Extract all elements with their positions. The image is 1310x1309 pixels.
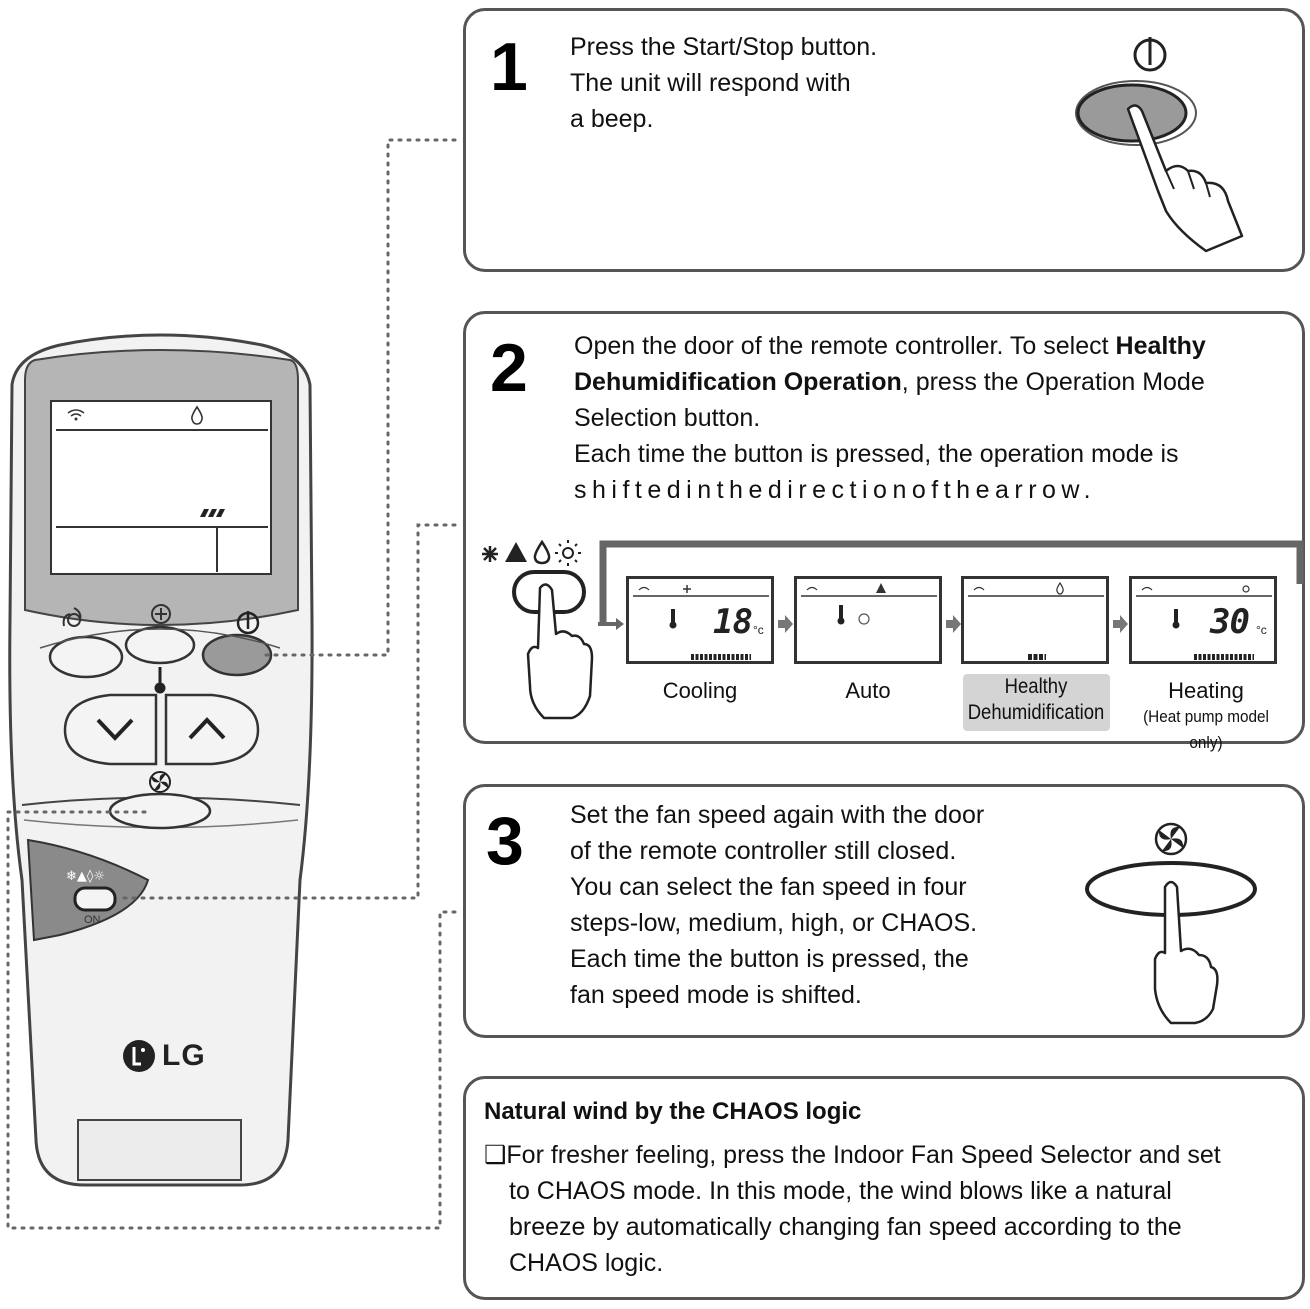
lcd-cooling-unit: °c bbox=[753, 623, 764, 637]
note-line: to CHAOS mode. In this mode, the wind bl… bbox=[509, 1177, 1172, 1205]
power-icon bbox=[236, 611, 260, 635]
step-2-line5: shiftedinthedirectionofthearrow. bbox=[574, 476, 1097, 504]
lcd-cooling-detail bbox=[633, 585, 769, 660]
auto-icon bbox=[505, 542, 527, 562]
mode-label-dehumidification: Healthy Dehumidification bbox=[956, 674, 1116, 726]
arrow-icon bbox=[946, 615, 961, 633]
step-2-line4: Each time the button is pressed, the ope… bbox=[574, 440, 1179, 468]
mode-arrows bbox=[778, 615, 1128, 633]
step-2-text: Open the door of the remote controller. … bbox=[574, 328, 1206, 508]
step-2-line2-post: , press the Operation Mode bbox=[901, 368, 1205, 396]
step-3-line: fan speed mode is shifted. bbox=[570, 981, 862, 1009]
note-box: Natural wind by the CHAOS logic ❑For fre… bbox=[463, 1076, 1305, 1300]
remote-lcd bbox=[50, 400, 272, 575]
arrow-icon bbox=[778, 615, 793, 633]
mode-label-cooling: Cooling bbox=[662, 678, 738, 703]
swing-button[interactable] bbox=[48, 635, 124, 679]
fan-icon bbox=[1154, 822, 1188, 856]
airflow-icon bbox=[151, 604, 171, 624]
remote-lcd-lines bbox=[56, 429, 268, 572]
step-3-line: of the remote controller still closed. bbox=[570, 837, 957, 865]
thermometer-icon bbox=[154, 667, 166, 694]
step-2-number: 2 bbox=[490, 330, 528, 406]
mode-button-illustration bbox=[482, 539, 594, 720]
remote-lcd-signal-icon bbox=[67, 409, 85, 421]
step-3-line: You can select the fan speed in four bbox=[570, 873, 967, 901]
airflow-button[interactable] bbox=[124, 625, 196, 665]
note-line: breeze by automatically changing fan spe… bbox=[509, 1213, 1182, 1241]
step-1-line: a beep. bbox=[570, 105, 654, 133]
lg-logo-text: LG bbox=[162, 1039, 206, 1072]
mode-button-small[interactable] bbox=[73, 886, 117, 912]
lcd-cooling: 18 °c bbox=[626, 576, 774, 664]
step-3-text: Set the fan speed again with the door of… bbox=[570, 797, 984, 1013]
remote-lcd-droplet-icon bbox=[191, 405, 203, 425]
door-on-label: ON bbox=[84, 914, 101, 926]
mode-label-heating: Heating (Heat pump model only) bbox=[1121, 678, 1291, 756]
step-1-box: 1 Press the Start/Stop button. The unit … bbox=[463, 8, 1305, 272]
step-3-box: 3 Set the fan speed again with the door … bbox=[463, 784, 1305, 1038]
sun-icon bbox=[555, 540, 581, 566]
mode-label-healthy: Healthy bbox=[1004, 675, 1068, 698]
lg-logo-icon bbox=[123, 1040, 155, 1072]
temp-up-button[interactable] bbox=[164, 693, 260, 766]
lcd-heating: 30 °c bbox=[1129, 576, 1277, 664]
mode-highlight-dehumidification bbox=[963, 674, 1110, 731]
start-stop-button[interactable] bbox=[201, 633, 273, 677]
note-line: ❑For fresher feeling, press the Indoor F… bbox=[484, 1141, 1221, 1169]
door-mode-icons: ❄▲◊☼ bbox=[66, 869, 105, 884]
step-3-line: Each time the button is pressed, the bbox=[570, 945, 969, 973]
step-1-number: 1 bbox=[490, 29, 528, 105]
step-3-line: steps-low, medium, high, or CHAOS. bbox=[570, 909, 978, 937]
step-2-box: 2 Open the door of the remote controller… bbox=[463, 311, 1305, 752]
swing-icon bbox=[62, 607, 82, 627]
lcd-heating-value: 30 bbox=[1210, 602, 1250, 642]
lcd-dehumidification-detail bbox=[968, 581, 1104, 660]
mode-label-heating-text: Heating bbox=[1168, 678, 1244, 703]
mode-label-auto: Auto bbox=[845, 678, 891, 703]
note-line: CHAOS logic. bbox=[509, 1249, 664, 1277]
mode-label-dehumidification-text: Dehumidification bbox=[967, 701, 1105, 724]
step-1-line: Press the Start/Stop button. bbox=[570, 33, 878, 61]
droplet-icon bbox=[533, 539, 551, 565]
lcd-auto-detail bbox=[801, 583, 937, 625]
press-start-stop-illustration bbox=[1075, 37, 1244, 253]
snowflake-icon bbox=[482, 546, 498, 562]
step-1-text: Press the Start/Stop button. The unit wi… bbox=[570, 29, 877, 137]
step-2-line3: Selection button. bbox=[574, 404, 761, 432]
step-2-line1-bold: Healthy bbox=[1115, 332, 1206, 360]
chevron-up-icon bbox=[188, 717, 226, 740]
step-2-line2-bold: Dehumidification Operation bbox=[574, 368, 902, 396]
note-body: ❑For fresher feeling, press the Indoor F… bbox=[484, 1137, 1221, 1281]
step-3-line: Set the fan speed again with the door bbox=[570, 801, 985, 829]
lcd-cooling-value: 18 bbox=[713, 602, 753, 642]
chevron-down-icon bbox=[96, 718, 134, 741]
temp-down-button[interactable] bbox=[63, 693, 158, 766]
power-icon bbox=[1133, 37, 1167, 72]
mode-cycle-arrow bbox=[598, 540, 1304, 630]
note-title: Natural wind by the CHAOS logic bbox=[484, 1098, 862, 1125]
fan-icon bbox=[149, 771, 171, 793]
mode-label-heating-sub: (Heat pump model only) bbox=[1143, 707, 1269, 752]
step-2-line1-pre: Open the door of the remote controller. … bbox=[574, 332, 1116, 360]
lcd-dehumidification bbox=[961, 576, 1109, 664]
press-fan-illustration bbox=[1085, 822, 1257, 1025]
lcd-auto bbox=[794, 576, 942, 664]
arrow-icon bbox=[1113, 615, 1128, 633]
step-3-number: 3 bbox=[486, 803, 524, 879]
lcd-heating-detail bbox=[1136, 585, 1272, 660]
lcd-heating-unit: °c bbox=[1256, 623, 1267, 637]
step-1-line: The unit will respond with bbox=[570, 69, 851, 97]
